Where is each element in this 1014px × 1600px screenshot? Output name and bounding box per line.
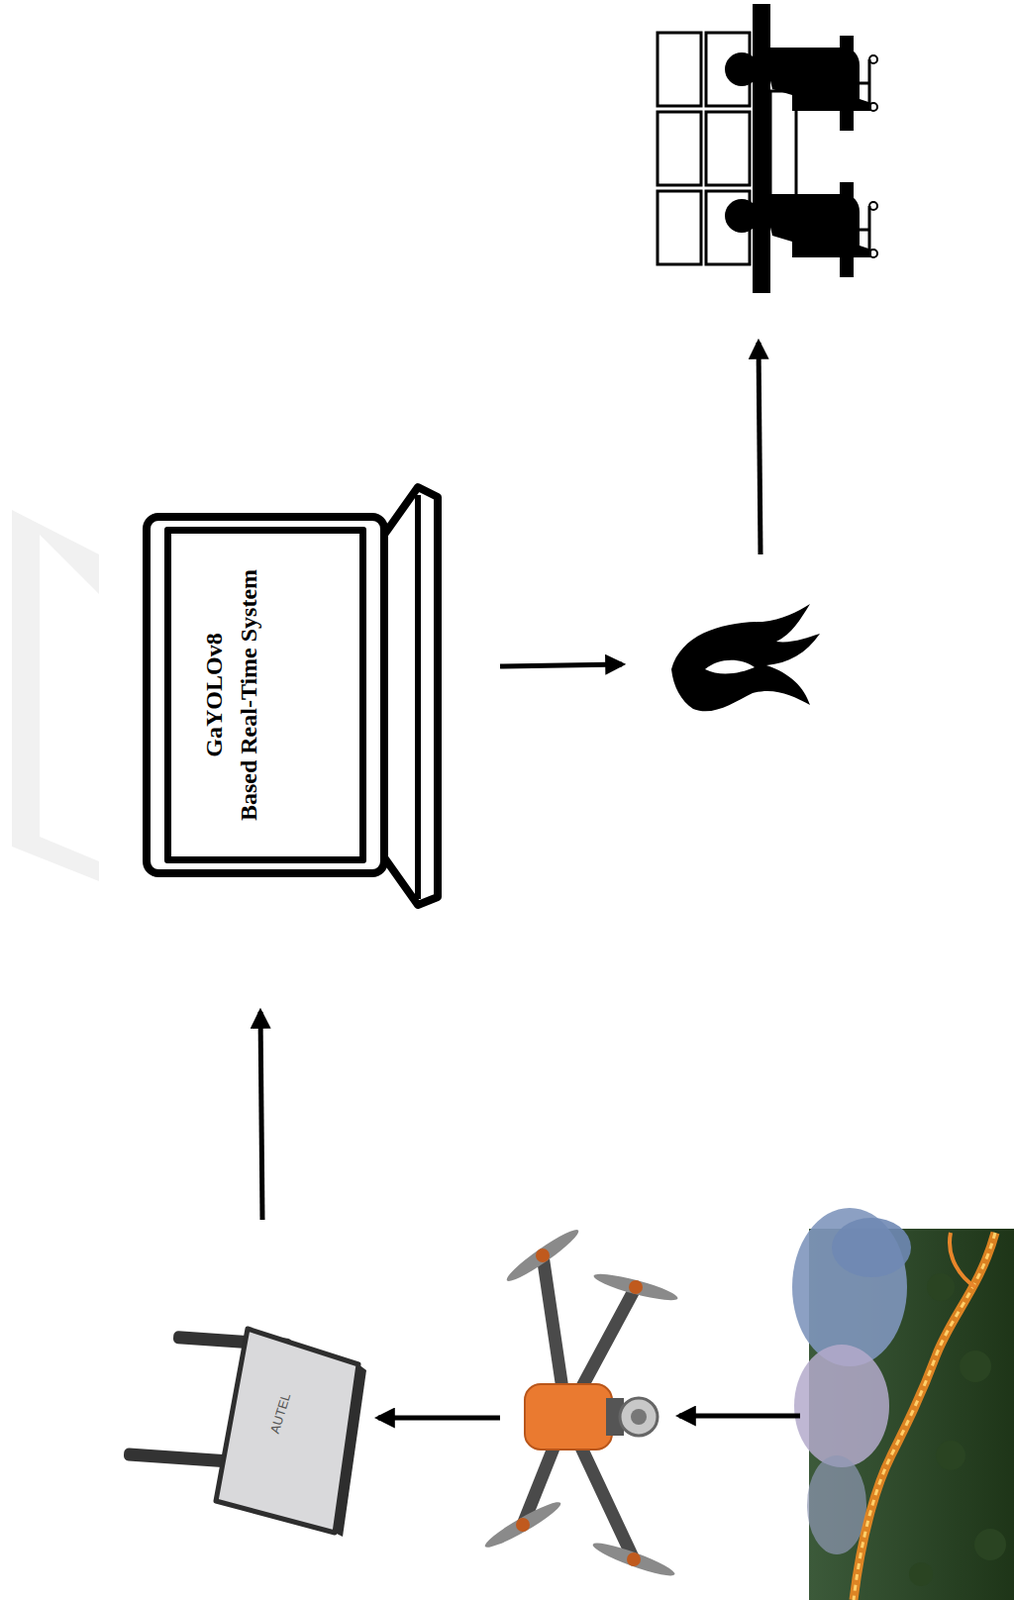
chair-wheel — [869, 202, 878, 210]
laptop-base — [384, 487, 438, 906]
operator-head — [724, 52, 759, 87]
drone-motor — [628, 1280, 643, 1295]
fire-line — [949, 1232, 976, 1288]
flow-arrow — [260, 1012, 263, 1220]
fire-line — [853, 1232, 996, 1600]
operator-body — [762, 47, 872, 111]
fire-line — [853, 1232, 996, 1600]
fire-icon — [671, 604, 820, 711]
flow-arrow — [679, 1414, 801, 1420]
tree-canopy — [959, 1350, 992, 1383]
smoke-cloud — [831, 1217, 912, 1278]
watermark-shape — [11, 509, 100, 882]
monitor-screen — [657, 191, 702, 265]
flow-arrow — [378, 1416, 501, 1421]
drone-propeller — [481, 1497, 564, 1553]
tree-canopy — [926, 1273, 955, 1302]
system-screen: GaYOLOv8Based Real-Time System — [164, 526, 367, 864]
flow-arrow — [500, 664, 622, 667]
monitor-screen — [657, 32, 702, 106]
router-body — [215, 1328, 359, 1533]
laptop-illustration — [146, 487, 438, 906]
monitor-screen — [706, 111, 750, 186]
drone-propeller — [590, 1537, 677, 1581]
router-antenna — [123, 1447, 236, 1469]
flow-arrow — [758, 342, 761, 555]
tree-canopy — [909, 1562, 933, 1587]
drone-motor — [626, 1552, 641, 1567]
chair-wheel — [869, 55, 878, 64]
smoke-cloud — [794, 1344, 890, 1468]
tree-canopy — [974, 1528, 1007, 1561]
drone-motor — [515, 1518, 530, 1532]
screen-text-frame: GaYOLOv8Based Real-Time System — [171, 533, 360, 857]
drone-camera — [619, 1398, 658, 1436]
operator-head — [724, 199, 759, 233]
forest-fire-photo — [792, 1208, 1014, 1600]
operator-chair — [839, 182, 854, 278]
drone-propeller — [592, 1269, 681, 1306]
tree-canopy — [935, 1440, 966, 1471]
chair-wheel — [869, 102, 878, 111]
drone-propeller — [503, 1224, 583, 1287]
operator-body — [762, 194, 872, 258]
laptop-screen-frame — [146, 516, 385, 874]
monitor-screen — [657, 111, 702, 186]
smoke-cloud — [807, 1455, 867, 1555]
drone-lens — [630, 1409, 647, 1425]
drone-illustration — [481, 1224, 680, 1582]
control-desk — [752, 3, 771, 294]
control-room-icon — [657, 3, 878, 294]
system-title: GaYOLOv8 — [197, 632, 232, 757]
chair-base — [853, 59, 870, 107]
operator-chair — [839, 35, 854, 131]
router-illustration — [123, 1328, 367, 1537]
laptop-base-edge — [414, 495, 421, 900]
chair-wheel — [869, 249, 878, 258]
drone-motor — [535, 1248, 550, 1263]
system-title: Based Real-Time System — [231, 569, 267, 821]
drone-body — [524, 1384, 612, 1450]
chair-base — [853, 205, 870, 254]
router-edge — [334, 1364, 367, 1537]
